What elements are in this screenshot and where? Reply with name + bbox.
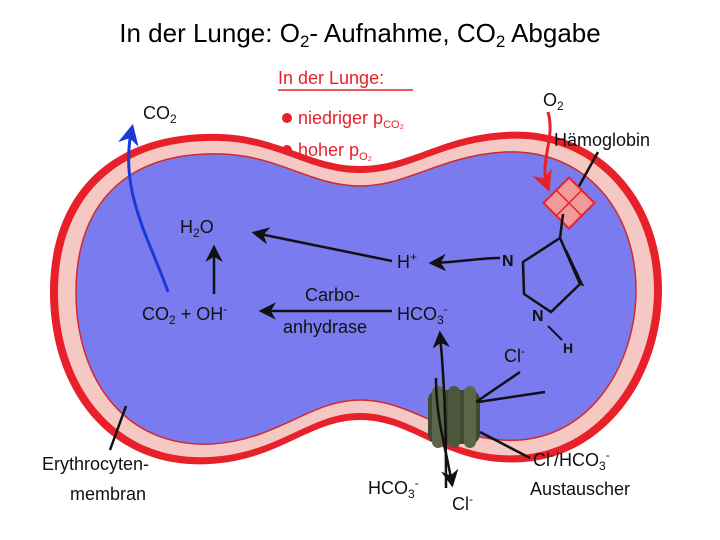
label-co2-oh: CO2 + OH-: [142, 302, 227, 327]
label-erythro-1: Erythrocyten-: [42, 454, 149, 474]
legend-item-2: hoher pO₂: [298, 140, 372, 163]
label-carbo-2: anhydrase: [283, 317, 367, 337]
legend-heading: In der Lunge:: [278, 68, 384, 88]
label-carbo-1: Carbo-: [305, 285, 360, 305]
imidazole-n-bottom: N: [532, 308, 544, 325]
legend-bullet-2: [282, 145, 292, 155]
label-o2-in: O2: [543, 90, 564, 113]
pointer-cl-to-exchanger: [477, 390, 546, 404]
arrow-h-release: [428, 253, 501, 272]
cytoplasm: [75, 151, 637, 445]
bond-to-imidazole: [558, 213, 565, 239]
label-co2-out: CO2: [143, 103, 177, 126]
pointer-membrane: [108, 405, 128, 451]
label-hco3-out: HCO3-: [368, 476, 419, 501]
legend-item-1: niedriger pCO₂: [298, 108, 404, 131]
title-text-3: Abgabe: [505, 18, 601, 48]
slide-title: In der Lunge: O2- Aufnahme, CO2 Abgabe: [0, 18, 720, 51]
imidazole-n-top: N: [502, 253, 514, 270]
pointer-cl-in: [475, 370, 521, 404]
arrow-h-to-water: [251, 227, 393, 263]
label-exchanger-2: Austauscher: [530, 479, 630, 499]
imidazole-ring: [521, 236, 582, 314]
pointer-exchanger: [479, 430, 531, 460]
arrow-cl-out: [434, 377, 459, 488]
nh-bond: [547, 325, 563, 341]
label-exchanger-1: Cl-/HCO3-: [533, 448, 610, 473]
label-h-plus: H+: [397, 250, 417, 272]
label-cl-in: Cl-: [504, 344, 525, 366]
imidazole-double-bond: [565, 249, 584, 287]
label-hco3: HCO3-: [397, 302, 448, 327]
pointer-haemoglobin: [576, 151, 600, 189]
title-text-2: - Aufnahme, CO: [309, 18, 496, 48]
legend-bullet-1: [282, 113, 292, 123]
title-sub-1: 2: [299, 32, 310, 51]
arrow-o2-entry: [532, 111, 552, 192]
label-haemoglobin: Hämoglobin: [554, 130, 650, 150]
title-text-1: In der Lunge: O: [119, 18, 300, 48]
title-sub-2: 2: [495, 32, 506, 51]
label-erythro-2: membran: [70, 484, 146, 504]
haemoglobin-binding-site: [542, 176, 596, 230]
arrow-co2-exit: [118, 123, 170, 293]
label-h2o: H2O: [180, 217, 214, 240]
label-cl-out: Cl-: [452, 492, 473, 514]
imidazole-h: H: [563, 340, 573, 356]
